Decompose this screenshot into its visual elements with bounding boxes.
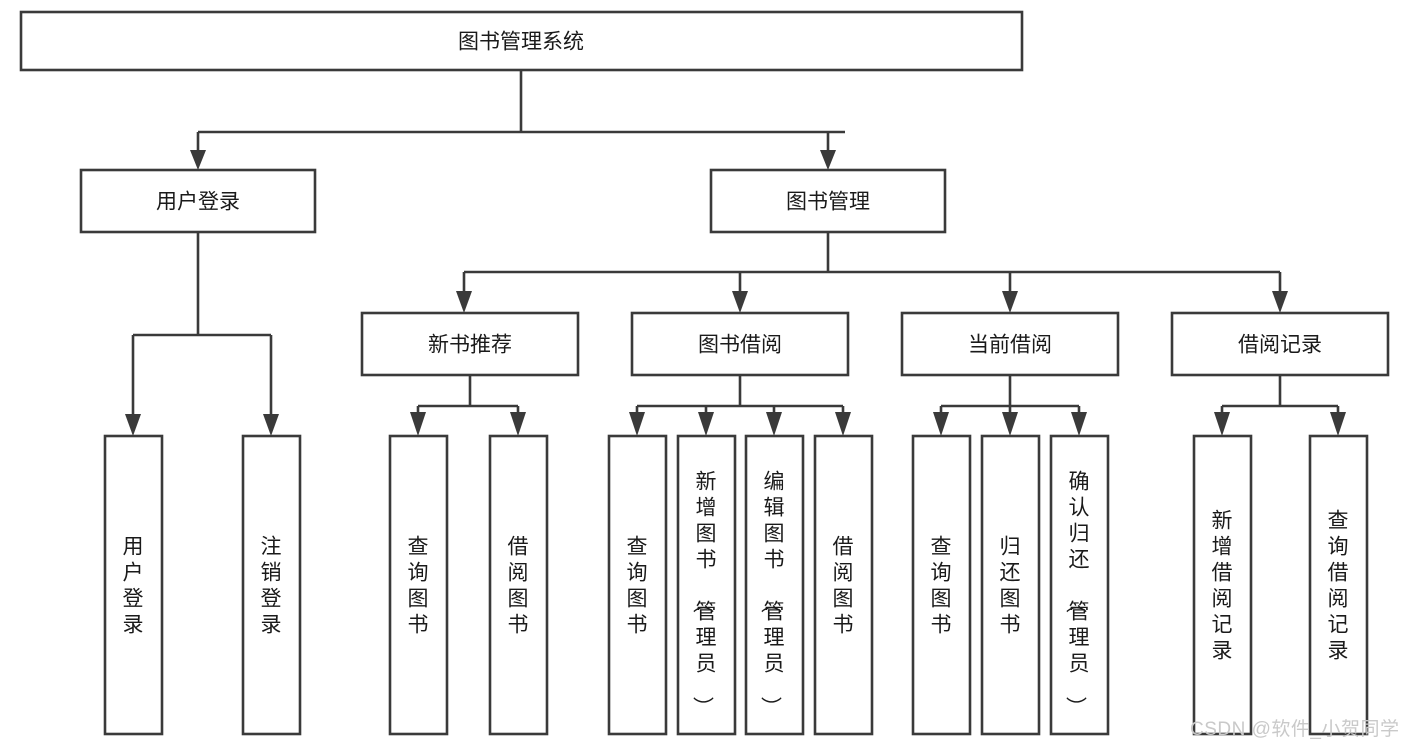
node-borrow-record-box[interactable]	[1170, 311, 1390, 377]
node-book-manage-box[interactable]	[709, 168, 947, 234]
arrowhead-leaf-13	[1330, 412, 1346, 436]
node-book-borrow[interactable]: 图书借阅	[630, 311, 850, 377]
node-leaf-03-label: 查询图书	[408, 535, 429, 636]
node-leaf-01-label: 用户登录	[123, 535, 144, 636]
arrowhead-leaf-09	[933, 412, 949, 436]
node-leaf-09-label: 查询图书	[931, 535, 952, 636]
arrowhead-leaf-05	[629, 412, 645, 436]
node-leaf-11-box[interactable]	[1049, 434, 1110, 736]
node-user-login-label: 用户登录	[156, 191, 240, 214]
node-leaf-02-label: 注销登录	[261, 535, 282, 636]
arrowhead-borrow-record	[1272, 291, 1288, 313]
node-leaf-08[interactable]: 借阅图书	[813, 434, 874, 736]
node-new-book-rec[interactable]: 新书推荐	[360, 311, 580, 377]
arrowhead-leaf-03	[410, 412, 426, 436]
node-borrow-record[interactable]: 借阅记录	[1170, 311, 1390, 377]
node-leaf-12-label: 新增借阅记录	[1212, 509, 1233, 662]
node-leaf-10-label: 归还图书	[1000, 535, 1021, 636]
node-leaf-06-label: 新增图书（管理员）	[691, 470, 717, 717]
node-leaf-04-label: 借阅图书	[508, 535, 529, 636]
node-leaf-08-box[interactable]	[813, 434, 874, 736]
arrowhead-leaf-08	[835, 412, 851, 436]
node-leaf-04[interactable]: 借阅图书	[488, 434, 549, 736]
node-leaf-08-label: 借阅图书	[833, 535, 854, 636]
node-leaf-05[interactable]: 查询图书	[607, 434, 668, 736]
node-leaf-10[interactable]: 归还图书	[980, 434, 1041, 736]
arrowhead-book-manage	[820, 150, 836, 170]
arrowhead-leaf-07	[766, 412, 782, 436]
node-leaf-13-box[interactable]	[1308, 434, 1369, 736]
node-leaf-07-label: 编辑图书（管理员）	[759, 470, 785, 717]
node-leaf-13[interactable]: 查询借阅记录	[1308, 434, 1369, 736]
node-leaf-12-box[interactable]	[1192, 434, 1253, 736]
node-book-borrow-box[interactable]	[630, 311, 850, 377]
node-leaf-04-box[interactable]	[488, 434, 549, 736]
node-leaf-03[interactable]: 查询图书	[388, 434, 449, 736]
node-leaf-09[interactable]: 查询图书	[911, 434, 972, 736]
node-leaf-02[interactable]: 注销登录	[241, 434, 302, 736]
node-book-manage-label: 图书管理	[786, 191, 870, 214]
arrowhead-leaf-02	[263, 414, 279, 436]
node-leaf-05-box[interactable]	[607, 434, 668, 736]
arrowhead-leaf-11	[1071, 412, 1087, 436]
node-book-manage[interactable]: 图书管理	[709, 168, 947, 234]
arrowhead-leaf-10	[1002, 412, 1018, 436]
node-leaf-03-box[interactable]	[388, 434, 449, 736]
node-leaf-01-box[interactable]	[103, 434, 164, 736]
arrowhead-leaf-04	[510, 412, 526, 436]
node-current-borrow-box[interactable]	[900, 311, 1120, 377]
node-leaf-06[interactable]: 新增图书（管理员）	[676, 434, 737, 736]
arrowhead-user-login	[190, 150, 206, 170]
node-current-borrow-label: 当前借阅	[968, 334, 1052, 357]
arrowhead-leaf-06	[698, 412, 714, 436]
arrowhead-current-borrow	[1002, 291, 1018, 313]
node-leaf-09-box[interactable]	[911, 434, 972, 736]
node-leaf-01[interactable]: 用户登录	[103, 434, 164, 736]
node-leaf-11[interactable]: 确认归还（管理员）	[1049, 434, 1110, 736]
node-leaf-02-box[interactable]	[241, 434, 302, 736]
node-current-borrow[interactable]: 当前借阅	[900, 311, 1120, 377]
node-leaf-07[interactable]: 编辑图书（管理员）	[744, 434, 805, 736]
arrowhead-leaf-01	[125, 414, 141, 436]
node-leaf-12[interactable]: 新增借阅记录	[1192, 434, 1253, 736]
arrowhead-new-book-rec	[456, 291, 472, 313]
arrowhead-book-borrow	[732, 291, 748, 313]
node-leaf-05-label: 查询图书	[627, 535, 648, 636]
node-new-book-rec-label: 新书推荐	[428, 334, 512, 357]
node-borrow-record-label: 借阅记录	[1238, 334, 1322, 357]
node-leaf-10-box[interactable]	[980, 434, 1041, 736]
arrowhead-leaf-12	[1214, 412, 1230, 436]
node-user-login-box[interactable]	[79, 168, 317, 234]
node-root-label: 图书管理系统	[458, 31, 584, 54]
node-leaf-06-box[interactable]	[676, 434, 737, 736]
node-leaf-11-label: 确认归还（管理员）	[1064, 470, 1090, 717]
node-leaf-13-label: 查询借阅记录	[1328, 509, 1349, 662]
node-new-book-rec-box[interactable]	[360, 311, 580, 377]
node-user-login[interactable]: 用户登录	[79, 168, 317, 234]
node-leaf-07-box[interactable]	[744, 434, 805, 736]
node-root[interactable]: 图书管理系统	[19, 10, 1024, 72]
node-root-box[interactable]	[19, 10, 1024, 72]
connector-layer	[125, 70, 1346, 436]
node-book-borrow-label: 图书借阅	[698, 334, 782, 357]
